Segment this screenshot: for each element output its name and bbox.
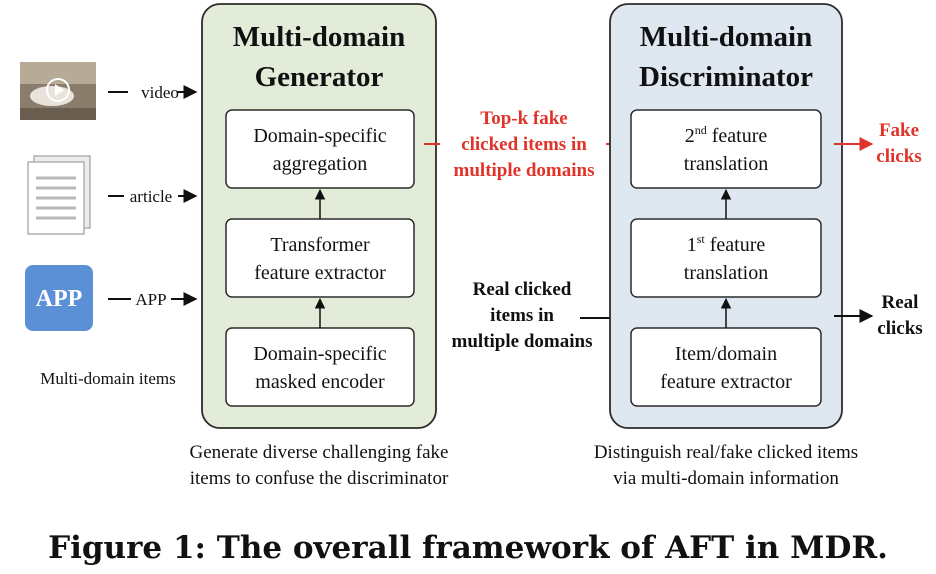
video-label: video — [141, 83, 179, 102]
real-clicks-line2: clicks — [877, 318, 922, 339]
item-domain-feature-extractor-box: Item/domain feature extractor — [630, 327, 822, 407]
discriminator-caption-line2: via multi-domain information — [613, 468, 839, 489]
fake-clicks-line2: clicks — [876, 146, 921, 167]
encoder-label-line1: Domain-specific — [253, 343, 386, 365]
discriminator-title-line2: Discriminator — [639, 61, 813, 93]
app-icon-text: APP — [36, 286, 83, 312]
video-thumbnail-icon — [20, 62, 96, 120]
app-label: APP — [135, 290, 166, 309]
app-icon: APP — [25, 265, 93, 331]
discriminator-caption-line1: Distinguish real/fake clicked items — [594, 442, 858, 463]
first-feature-translation-box: 1st feature translation — [630, 218, 822, 298]
generator-title-line2: Generator — [255, 61, 384, 93]
domain-specific-aggregation-box: Domain-specific aggregation — [225, 109, 415, 189]
real-items-line1: Real clicked — [473, 279, 572, 300]
fake-items-line1: Top-k fake — [480, 108, 567, 129]
fake-items-line2: clicked items in — [461, 134, 587, 155]
transformer-label-line2: feature extractor — [254, 262, 386, 284]
generator-caption-line2: items to confuse the discriminator — [190, 468, 449, 489]
input-arrow-article: article — [108, 187, 198, 206]
article-label: article — [130, 187, 172, 206]
encoder-label-line2: masked encoder — [255, 371, 385, 393]
extractor-label-line2: feature extractor — [660, 371, 792, 393]
aggregation-label-line2: aggregation — [273, 153, 367, 175]
figure-caption: Figure 1: The overall framework of AFT i… — [48, 530, 888, 566]
second-feature-translation-box: 2nd feature translation — [630, 109, 822, 189]
domain-specific-masked-encoder-box: Domain-specific masked encoder — [225, 327, 415, 407]
input-arrow-video: video — [108, 83, 198, 102]
first-translation-line2: translation — [684, 262, 768, 284]
article-document-icon — [27, 155, 91, 235]
extractor-label-line1: Item/domain — [675, 343, 777, 365]
input-arrow-app: APP — [108, 290, 198, 309]
aggregation-label-line1: Domain-specific — [253, 125, 386, 147]
second-translation-line1: 2nd feature — [685, 123, 768, 147]
transformer-feature-extractor-box: Transformer feature extractor — [225, 218, 415, 298]
real-items-line2: items in — [490, 305, 554, 326]
discriminator-title-line1: Multi-domain — [640, 21, 812, 53]
real-items-line3: multiple domains — [452, 331, 593, 352]
items-caption: Multi-domain items — [40, 369, 176, 388]
real-clicks-line1: Real — [882, 292, 919, 313]
fake-items-line3: multiple domains — [454, 160, 595, 181]
second-translation-line2: translation — [684, 153, 768, 175]
generator-title-line1: Multi-domain — [233, 21, 405, 53]
generator-caption-line1: Generate diverse challenging fake — [189, 442, 448, 463]
transformer-label-line1: Transformer — [270, 234, 370, 256]
first-translation-line1: 1st feature — [687, 232, 766, 256]
fake-clicks-line1: Fake — [879, 120, 919, 141]
